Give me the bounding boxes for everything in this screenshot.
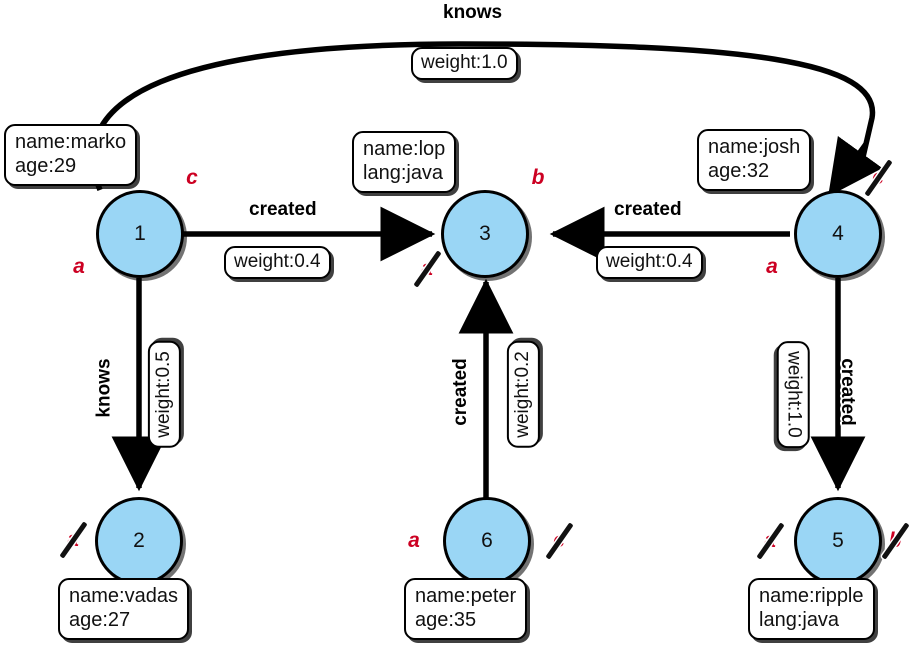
graph-node-4[interactable]: 4	[794, 190, 882, 278]
edge-label-knows-1-2: knows	[93, 358, 115, 418]
node-prop-line: age:29	[15, 154, 77, 177]
annotation-mark-node-5-b-struck: b	[880, 522, 910, 560]
edge-weight-knows-1-2: weight:0.5	[147, 341, 181, 448]
node-prop-line: name:josh	[708, 136, 801, 158]
edge-weight-created-4-3: weight:0.4	[596, 246, 703, 279]
annotation-mark-node-5-a-struck: a	[755, 522, 785, 560]
node-prop-line: lang:java	[363, 161, 444, 184]
graph-node-5-label: 5	[832, 529, 844, 552]
edge-label-knows-1-4: knows	[443, 2, 503, 23]
edge-label-created-4-5: created	[836, 358, 858, 426]
edge-label-created-1-3: created	[249, 199, 317, 220]
graph-node-1[interactable]: 1	[96, 190, 184, 278]
edge-arrow-knows-1-4	[827, 135, 883, 197]
node-prop-line: age:35	[415, 608, 477, 631]
graph-node-3[interactable]: 3	[441, 190, 529, 278]
edge-path-knows-1-4	[90, 41, 876, 192]
annotation-mark-node-4-a: a	[757, 252, 787, 282]
graph-node-6-label: 6	[481, 529, 493, 552]
annotation-mark-node-2-a-struck: a	[58, 521, 88, 559]
graph-node-4-label: 4	[832, 222, 844, 245]
edge-label-created-6-3: created	[449, 358, 471, 426]
annotation-mark-node-1-c: c	[177, 163, 207, 193]
annotation-mark-node-3-a-struck: a	[412, 250, 442, 288]
node-props-5: name:ripple lang:java	[748, 578, 875, 641]
annotation-mark-node-1-a: a	[64, 252, 94, 282]
edge-weight-created-6-3: weight:0.2	[506, 341, 540, 448]
node-prop-line: name:marko	[15, 131, 127, 153]
edge-weight-created-1-3: weight:0.4	[224, 246, 331, 279]
annotation-letter: a	[73, 255, 85, 278]
edge-weight-knows-1-4: weight:1.0	[411, 47, 518, 80]
node-prop-line: name:vadas	[69, 585, 178, 607]
annotation-mark-node-3-b: b	[523, 163, 553, 193]
graph-node-2-label: 2	[133, 529, 145, 552]
node-prop-line: age:27	[69, 608, 131, 631]
node-props-6: name:peter age:35	[404, 578, 528, 641]
annotation-letter: c	[186, 166, 198, 189]
annotation-mark-node-6-c-struck: c	[544, 522, 574, 560]
graph-node-5[interactable]: 5	[794, 497, 882, 585]
annotation-letter: a	[766, 255, 778, 278]
node-prop-line: name:peter	[415, 585, 517, 607]
edge-label-created-4-3: created	[614, 199, 682, 220]
graph-node-2[interactable]: 2	[95, 497, 183, 585]
node-props-2: name:vadas age:27	[58, 578, 189, 641]
edge-weight-created-4-5: weight:1.0	[776, 341, 810, 448]
node-prop-line: name:ripple	[759, 585, 864, 607]
node-props-4: name:josh age:32	[697, 129, 812, 192]
node-prop-line: name:lop	[363, 138, 446, 160]
annotation-mark-node-6-a: a	[399, 526, 429, 556]
graph-node-1-label: 1	[134, 222, 146, 245]
annotation-letter: a	[408, 529, 420, 552]
node-props-1: name:marko age:29	[4, 124, 138, 187]
annotation-mark-node-4-c-struck: c	[863, 159, 893, 197]
node-prop-line: age:32	[708, 159, 770, 182]
node-props-3: name:lop lang:java	[352, 131, 457, 194]
node-prop-line: lang:java	[759, 608, 840, 631]
annotation-letter: b	[531, 166, 545, 189]
graph-node-3-label: 3	[479, 222, 491, 245]
graph-node-6[interactable]: 6	[443, 497, 531, 585]
